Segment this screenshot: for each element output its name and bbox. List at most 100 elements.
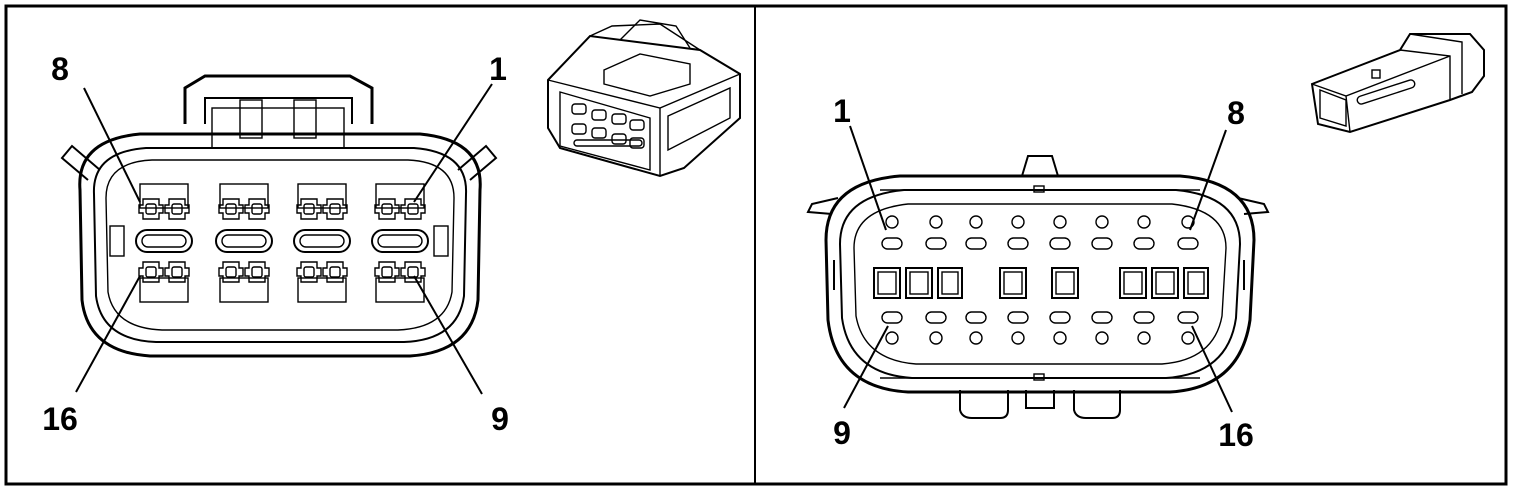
terminal-block	[905, 267, 933, 299]
terminal-block	[1151, 267, 1179, 299]
terminal-cavity	[374, 198, 400, 220]
pin-circle	[1053, 331, 1067, 345]
pin-circle	[969, 331, 983, 345]
pin-oval	[1091, 237, 1113, 250]
terminal-block	[1119, 267, 1147, 299]
female-housing-face	[105, 159, 455, 331]
pin-oval	[1133, 311, 1155, 324]
terminal-cavity	[138, 198, 164, 220]
terminal-opening	[225, 266, 237, 278]
terminal-block-inner	[1055, 271, 1075, 295]
pin-oval	[881, 237, 903, 250]
female-connector-panel: 8 1 16 9	[42, 19, 741, 437]
terminal-opening	[171, 203, 183, 215]
housing-notch-top	[1033, 185, 1045, 193]
terminal-cavity	[218, 198, 244, 220]
terminal-opening	[225, 203, 237, 215]
pin-oval	[1177, 237, 1199, 250]
housing-notch-bottom	[1033, 373, 1045, 381]
pin-oval	[1049, 237, 1071, 250]
terminal-cavity	[138, 261, 164, 283]
pin-label-bottom-left: 16	[42, 401, 78, 437]
female-housing-inner	[92, 147, 468, 343]
pin-label-top-left: 8	[51, 51, 69, 87]
terminal-opening	[381, 266, 393, 278]
terminal-opening	[303, 203, 315, 215]
terminal-cavity	[400, 198, 426, 220]
terminal-block	[1051, 267, 1079, 299]
terminal-cavity	[322, 198, 348, 220]
leader-line	[413, 275, 483, 395]
terminal-block-inner	[909, 271, 929, 295]
terminal-block-inner	[1187, 271, 1205, 295]
cavity-center-bar-inner	[377, 234, 423, 248]
pin-label-bottom-right: 9	[491, 401, 509, 437]
pin-circle	[1095, 215, 1109, 229]
male-right-ear	[1237, 197, 1270, 215]
latch-inner	[204, 97, 353, 124]
cavity-center-bar	[293, 229, 351, 253]
male-connector-isometric-view	[1310, 33, 1485, 134]
latch-tab-right	[293, 99, 317, 139]
pin-label-top-right: 8	[1227, 95, 1245, 131]
terminal-cavity	[322, 261, 348, 283]
terminal-cavity	[244, 261, 270, 283]
pin-label-bottom-right: 16	[1218, 417, 1254, 453]
terminal-block	[999, 267, 1027, 299]
cavity-center-bar-inner	[299, 234, 345, 248]
male-left-ear	[806, 197, 839, 215]
male-connector-panel: 1 8 9 16	[806, 33, 1485, 453]
latch-lock	[211, 107, 345, 149]
pin-label-top-left: 1	[833, 93, 851, 129]
male-foot-right	[1073, 390, 1121, 419]
terminal-opening	[329, 266, 341, 278]
terminal-opening	[303, 266, 315, 278]
pin-oval	[965, 237, 987, 250]
male-foot-center	[1025, 390, 1055, 409]
pin-oval	[1091, 311, 1113, 324]
terminal-opening	[171, 266, 183, 278]
cavity-shroud-bottom	[297, 277, 347, 303]
pin-circle	[929, 331, 943, 345]
cavity-center-bar-inner	[221, 234, 267, 248]
pin-circle	[929, 215, 943, 229]
pin-oval	[925, 311, 947, 324]
pin-oval	[881, 311, 903, 324]
terminal-opening	[407, 266, 419, 278]
terminal-block	[937, 267, 963, 299]
terminal-block-inner	[877, 271, 897, 295]
pin-circle	[1181, 331, 1195, 345]
leader-line	[1189, 129, 1227, 231]
female-side-lock-left	[109, 225, 125, 257]
female-connector-housing	[78, 132, 482, 358]
terminal-cavity	[164, 198, 190, 220]
terminal-block-inner	[941, 271, 959, 295]
pin-oval	[1177, 311, 1199, 324]
pin-circle	[1011, 215, 1025, 229]
female-side-lock-right	[433, 225, 449, 257]
pin-label-top-right: 1	[489, 51, 507, 87]
male-foot-left	[959, 390, 1009, 419]
latch-tab-left	[239, 99, 263, 139]
terminal-cavity	[296, 198, 322, 220]
male-housing-face	[853, 203, 1227, 365]
male-pin-grid	[873, 215, 1209, 345]
male-connector-housing	[824, 174, 1256, 394]
terminal-opening	[145, 203, 157, 215]
terminal-opening	[251, 203, 263, 215]
pin-circle	[1137, 215, 1151, 229]
leader-line	[413, 83, 493, 203]
female-connector-isometric-view	[547, 19, 741, 178]
terminal-block-inner	[1123, 271, 1143, 295]
female-cavity-grid	[135, 183, 429, 303]
pin-circle	[1011, 331, 1025, 345]
pin-oval	[925, 237, 947, 250]
pin-oval	[1133, 237, 1155, 250]
terminal-opening	[407, 203, 419, 215]
cavity-center-bar-inner	[141, 234, 187, 248]
cavity-shroud-top	[139, 183, 189, 209]
pin-circle	[1095, 331, 1109, 345]
pin-oval	[1007, 237, 1029, 250]
terminal-cavity	[164, 261, 190, 283]
